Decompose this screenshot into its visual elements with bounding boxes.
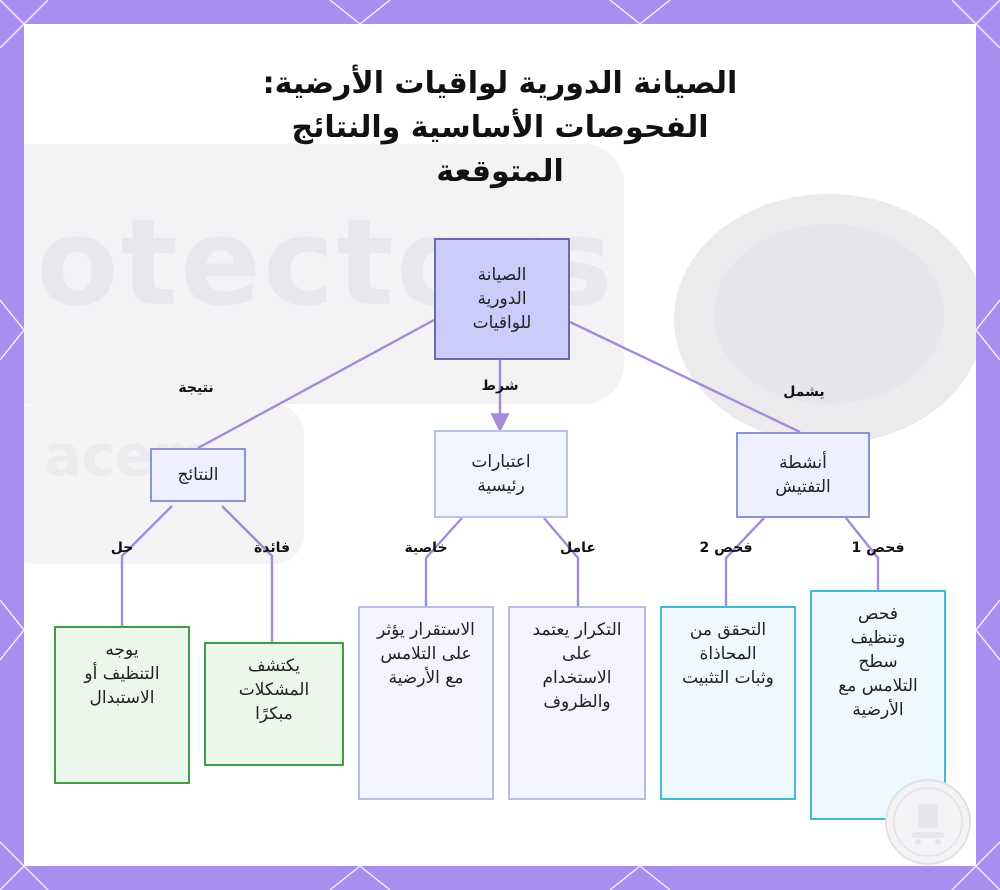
edge-considerations-stability — [426, 518, 462, 606]
node-stability: الاستقرار يؤثر على التلامس مع الأرضية — [358, 606, 494, 800]
node-results-label: النتائج — [177, 463, 218, 487]
edge-results-detects — [222, 506, 272, 642]
edge-inspection-alignment — [726, 518, 764, 606]
node-inspection-label: أنشطة التفتيش — [764, 451, 842, 499]
edge-label-benefit: فائدة — [254, 540, 290, 556]
node-clean-label: فحص وتنظيف سطح التلامس مع الأرضية — [832, 602, 924, 722]
node-alignment-label: التحقق من المحاذاة وثبات التثبيت — [678, 618, 778, 690]
seal-logo-icon — [882, 776, 974, 866]
diagram-canvas: otectors acem الصيانة الدورية لواقيات ال… — [24, 24, 976, 866]
edge-results-guides — [122, 506, 172, 626]
node-guides-label: يوجه التنظيف أو الاستبدال — [78, 638, 166, 710]
node-considerations: اعتبارات رئيسية — [434, 430, 568, 518]
node-root-maintenance: الصيانة الدورية للواقيات — [434, 238, 570, 360]
node-alignment: التحقق من المحاذاة وثبات التثبيت — [660, 606, 796, 800]
edge-root-inspection — [570, 322, 800, 432]
node-stability-label: الاستقرار يؤثر على التلامس مع الأرضية — [374, 618, 478, 690]
node-root-label: الصيانة الدورية للواقيات — [454, 263, 550, 335]
edge-label-check2: فحص 2 — [700, 540, 753, 556]
node-frequency-label: التكرار يعتمد على الاستخدام والظروف — [528, 618, 626, 714]
edge-label-condition: شرط — [481, 378, 518, 394]
node-results: النتائج — [150, 448, 246, 502]
node-detects-issues: يكتشف المشكلات مبكرًا — [204, 642, 344, 766]
edge-considerations-frequency — [544, 518, 578, 606]
edge-label-solution: حل — [111, 540, 134, 556]
edge-label-includes: يشمل — [783, 384, 824, 400]
node-frequency: التكرار يعتمد على الاستخدام والظروف — [508, 606, 646, 800]
edge-root-results — [198, 320, 434, 448]
edge-label-check1: فحص 1 — [852, 540, 905, 556]
node-inspection: أنشطة التفتيش — [736, 432, 870, 518]
node-guides-cleaning: يوجه التنظيف أو الاستبدال — [54, 626, 190, 784]
edge-label-factor: عامل — [560, 540, 596, 556]
node-considerations-label: اعتبارات رئيسية — [458, 450, 544, 498]
edge-label-property: خاصية — [404, 540, 447, 556]
edge-label-result: نتيجة — [178, 380, 213, 396]
node-detects-label: يكتشف المشكلات مبكرًا — [230, 654, 318, 726]
